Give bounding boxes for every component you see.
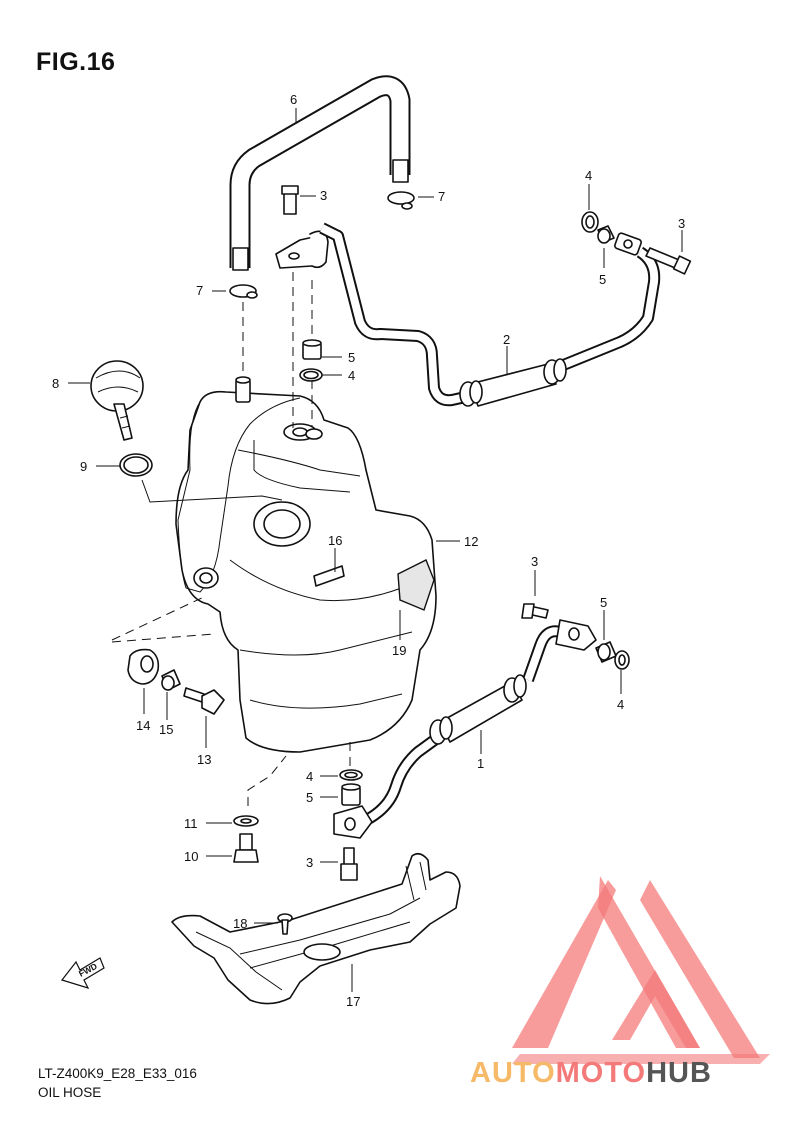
watermark-logo: AUTOMOTOHUB	[470, 876, 770, 1089]
clip-18	[277, 913, 293, 935]
mount-bush-14	[127, 648, 160, 685]
callout-3b: 3	[678, 216, 685, 231]
callout-4d: 4	[306, 769, 313, 784]
callout-5b: 5	[348, 350, 355, 365]
callout-19: 19	[392, 643, 406, 658]
callouts: 6 3 7 7 4 3 5 2 5 4 8 9 12 16 19 3 5 4 1…	[52, 92, 685, 1009]
callout-12: 12	[464, 534, 478, 549]
oil-hose-1	[333, 619, 597, 839]
lower-mid-hardware	[339, 769, 363, 881]
callout-3c: 3	[531, 554, 538, 569]
callout-18: 18	[233, 916, 247, 931]
oil-cap-8	[90, 360, 144, 441]
callout-13: 13	[197, 752, 211, 767]
collar-15	[161, 669, 181, 691]
callout-2: 2	[503, 332, 510, 347]
callout-16: 16	[328, 533, 342, 548]
callout-4b: 4	[348, 368, 355, 383]
callout-5d: 5	[306, 790, 313, 805]
upper-right-hardware	[581, 211, 692, 275]
clip-7-left	[229, 284, 258, 299]
callout-4a: 4	[585, 168, 592, 183]
callout-3a: 3	[320, 188, 327, 203]
watermark-hub: HUB	[646, 1057, 712, 1089]
guard-17	[171, 852, 461, 1005]
oil-hose-2	[319, 222, 661, 407]
leader-lines	[68, 108, 683, 992]
callout-1: 1	[477, 756, 484, 771]
callout-5c: 5	[600, 595, 607, 610]
figure-name: OIL HOSE	[38, 1085, 102, 1100]
callout-4c: 4	[617, 697, 624, 712]
callout-7a: 7	[438, 189, 445, 204]
clip-7-upper	[387, 191, 415, 210]
callout-14: 14	[136, 718, 150, 733]
upper-spacer-washer	[299, 339, 323, 382]
drain-washer-11	[233, 815, 259, 827]
callout-9: 9	[80, 459, 87, 474]
breather-hose-6	[229, 75, 411, 271]
callout-11: 11	[184, 816, 198, 831]
fwd-arrow: FWD	[60, 957, 105, 989]
callout-7b: 7	[196, 283, 203, 298]
oil-tank-12	[175, 376, 437, 753]
callout-3d: 3	[306, 855, 313, 870]
drain-bolt-10	[233, 833, 259, 863]
bolt-13	[183, 687, 225, 715]
figure-footer: LT-Z400K9_E28_E33_016 OIL HOSE	[38, 1064, 197, 1102]
callout-8: 8	[52, 376, 59, 391]
callout-10: 10	[184, 849, 198, 864]
watermark-auto: AUTO	[470, 1057, 556, 1089]
upper-fitting	[275, 185, 329, 269]
figure-title: FIG.16	[36, 48, 116, 76]
watermark-moto: MOTO	[556, 1057, 646, 1089]
lower-right-hardware	[521, 603, 630, 670]
watermark-text: AUTOMOTOHUB	[470, 1057, 712, 1089]
callout-6: 6	[290, 92, 297, 107]
callout-15: 15	[159, 722, 173, 737]
callout-17: 17	[346, 994, 360, 1009]
o-ring-9	[119, 453, 153, 477]
callout-5a: 5	[599, 272, 606, 287]
figure-code: LT-Z400K9_E28_E33_016	[38, 1066, 197, 1081]
